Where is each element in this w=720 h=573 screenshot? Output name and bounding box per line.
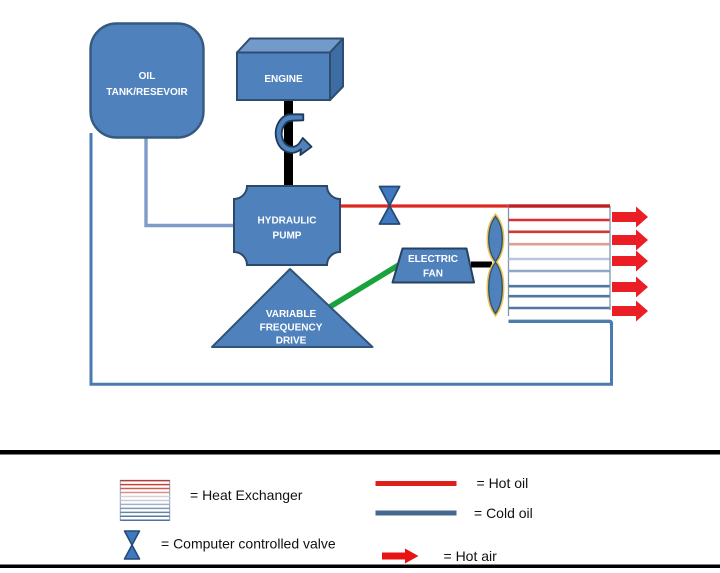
svg-text:= Heat Exchanger: = Heat Exchanger — [190, 487, 303, 503]
svg-text:DRIVE: DRIVE — [276, 336, 307, 347]
svg-text:FAN: FAN — [423, 269, 443, 280]
svg-text:PUMP: PUMP — [273, 231, 302, 242]
svg-text:ENGINE: ENGINE — [264, 74, 303, 85]
svg-text:= Cold oil: = Cold oil — [474, 505, 533, 521]
svg-text:ELECTRIC: ELECTRIC — [408, 254, 458, 265]
svg-text:VARIABLE: VARIABLE — [266, 309, 317, 320]
svg-text:FREQUENCY: FREQUENCY — [260, 323, 323, 334]
svg-text:HYDRAULIC: HYDRAULIC — [258, 216, 317, 227]
svg-text:= Hot air: = Hot air — [444, 548, 498, 564]
svg-text:OIL: OIL — [139, 71, 156, 82]
svg-text:= Computer controlled valve: = Computer controlled valve — [161, 536, 336, 552]
svg-text:TANK/RESEVOIR: TANK/RESEVOIR — [106, 87, 188, 98]
svg-text:= Hot oil: = Hot oil — [477, 475, 529, 491]
